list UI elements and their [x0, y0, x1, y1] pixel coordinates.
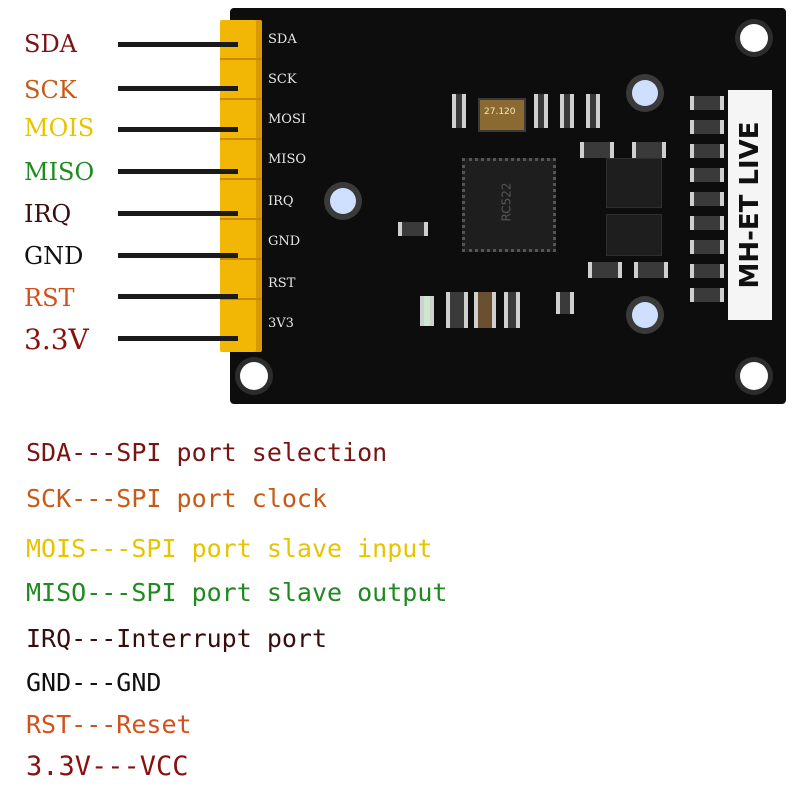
silk-irq: IRQ — [268, 194, 294, 209]
pin-label-rst: RST — [24, 284, 75, 312]
resistor-4 — [634, 262, 668, 278]
resistor-col-7 — [690, 240, 724, 254]
pin-label-vcc: 3.3V — [24, 323, 89, 356]
via-top — [632, 80, 658, 106]
pin-wire-rst — [118, 294, 238, 299]
header-cell — [220, 20, 262, 60]
resistor-col-5 — [690, 192, 724, 206]
pin-label-irq: IRQ — [24, 200, 72, 228]
silk-miso: MISO — [268, 152, 307, 167]
desc-rst: RST---Reset — [26, 710, 192, 739]
silk-rst: RST — [268, 276, 296, 291]
header-cell — [220, 100, 262, 140]
brand-text: MH-ET LIVE — [735, 121, 765, 289]
silk-3v3: 3V3 — [268, 316, 294, 331]
resistor-1 — [580, 142, 614, 158]
pin-label-sda: SDA — [24, 30, 78, 58]
smd-ic-lower — [606, 214, 662, 256]
desc-vcc: 3.3V---VCC — [26, 751, 189, 782]
via-bottom — [632, 302, 658, 328]
resistor-3 — [588, 262, 622, 278]
pin-wire-sck — [118, 86, 238, 91]
chip-text: RC522 — [499, 182, 514, 222]
resistor-col-2 — [690, 120, 724, 134]
mount-hole-bottom-right — [740, 362, 768, 390]
silk-mosi: MOSI — [268, 112, 307, 127]
mount-hole-top-right — [740, 24, 768, 52]
pin-label-miso: MISO — [24, 158, 95, 186]
desc-miso: MISO---SPI port slave output — [26, 578, 448, 607]
pin-label-gnd: GND — [24, 242, 84, 270]
header-cell — [220, 220, 262, 260]
silk-gnd: GND — [268, 234, 301, 249]
rc522-chip: RC522 — [462, 158, 556, 252]
capacitor-5 — [446, 292, 468, 328]
crystal-text: 27.120 — [484, 107, 516, 117]
pin-wire-irq — [118, 211, 238, 216]
header-cell — [220, 60, 262, 100]
capacitor-6 — [474, 292, 496, 328]
pin-wire-miso — [118, 169, 238, 174]
resistor-5 — [398, 222, 428, 236]
desc-sda: SDA---SPI port selection — [26, 438, 388, 467]
pin-wire-gnd — [118, 253, 238, 258]
resistor-col-3 — [690, 144, 724, 158]
pin-wire-vcc — [118, 336, 238, 341]
led-indicator — [420, 296, 434, 326]
resistor-2 — [632, 142, 666, 158]
crystal-oscillator: 27.120 — [478, 98, 526, 132]
resistor-col-1 — [690, 96, 724, 110]
capacitor-4 — [586, 94, 600, 128]
capacitor-7 — [504, 292, 520, 328]
silk-sck: SCK — [268, 72, 297, 87]
resistor-col-6 — [690, 216, 724, 230]
capacitor-2 — [534, 94, 548, 128]
smd-ic-upper — [606, 158, 662, 208]
capacitor-1 — [452, 94, 466, 128]
resistor-col-9 — [690, 288, 724, 302]
desc-irq: IRQ---Interrupt port — [26, 624, 328, 653]
resistor-col-8 — [690, 264, 724, 278]
pin-label-sck: SCK — [24, 76, 77, 104]
desc-gnd: GND---GND — [26, 668, 162, 697]
mount-hole-bottom-left — [240, 362, 268, 390]
capacitor-3 — [560, 94, 574, 128]
silk-sda: SDA — [268, 32, 297, 47]
pin-wire-mois — [118, 127, 238, 132]
desc-sck: SCK---SPI port clock — [26, 484, 328, 513]
pin-label-mois: MOIS — [24, 114, 95, 142]
pin-wire-sda — [118, 42, 238, 47]
desc-mois: MOIS---SPI port slave input — [26, 534, 433, 563]
brand-plate: MH-ET LIVE — [728, 90, 772, 320]
capacitor-8 — [556, 292, 574, 314]
resistor-col-4 — [690, 168, 724, 182]
via-left — [330, 188, 356, 214]
header-cell — [220, 260, 262, 300]
header-cell — [220, 180, 262, 220]
header-cell — [220, 140, 262, 180]
